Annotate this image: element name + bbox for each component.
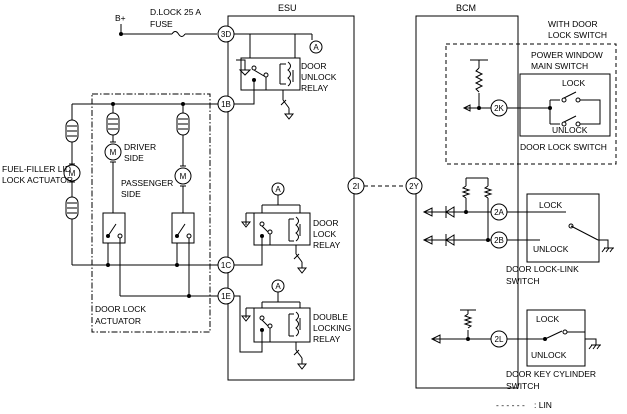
driver-motor: M bbox=[104, 141, 122, 163]
lock-relay-box bbox=[253, 212, 311, 246]
passenger-motor: M bbox=[174, 165, 192, 187]
fuel-resistor-top bbox=[65, 119, 79, 143]
svg-text:2L: 2L bbox=[495, 335, 504, 344]
svg-text:M: M bbox=[180, 172, 187, 181]
pin-1b: 1B bbox=[217, 95, 235, 113]
bcm-resistor-2k bbox=[474, 67, 484, 93]
with-door-lock-switch-box bbox=[445, 43, 617, 165]
key-cyl-label-2: SWITCH bbox=[506, 381, 540, 391]
lock-link-label-2: SWITCH bbox=[506, 276, 540, 286]
svg-text:2B: 2B bbox=[494, 236, 504, 245]
bcm-title: BCM bbox=[456, 3, 476, 13]
pw-main-label-2: MAIN SWITCH bbox=[531, 61, 588, 71]
key-cylinder-switch-box bbox=[526, 309, 586, 367]
fuse-label-2: FUSE bbox=[150, 19, 173, 29]
pin-3d: 3D bbox=[217, 25, 235, 43]
bcm-resistor-2b bbox=[483, 185, 493, 199]
driver-side-label-1: DRIVER bbox=[124, 142, 156, 152]
lock-relay-label-3: RELAY bbox=[313, 240, 341, 250]
fuse-label-1: D.LOCK 25 A bbox=[150, 7, 201, 17]
connector-a-2: A bbox=[271, 182, 285, 196]
fuel-lid-label-2: LOCK ACTUATOR bbox=[2, 175, 73, 185]
bplus-label: B+ bbox=[115, 13, 126, 23]
unlock-relay-label-1: DOOR bbox=[301, 61, 327, 71]
lock-relay-label-1: DOOR bbox=[313, 218, 339, 228]
svg-text:3D: 3D bbox=[221, 30, 231, 39]
connector-a-1: A bbox=[309, 40, 323, 54]
with-door-label-2: LOCK SWITCH bbox=[548, 30, 607, 40]
pin-2k: 2K bbox=[490, 99, 508, 117]
with-door-label-1: WITH DOOR bbox=[548, 19, 598, 29]
actuator-label-2: ACTUATOR bbox=[95, 316, 141, 326]
bcm-box bbox=[415, 15, 519, 389]
double-locking-relay-box bbox=[253, 307, 311, 343]
svg-text:2K: 2K bbox=[494, 104, 504, 113]
lock-relay-label-2: LOCK bbox=[313, 229, 336, 239]
driver-side-label-2: SIDE bbox=[124, 153, 144, 163]
fuel-lid-label-1: FUEL-FILLER LID bbox=[2, 164, 71, 174]
driver-lock-switch bbox=[102, 212, 126, 244]
key-cyl-unlock-label: UNLOCK bbox=[531, 350, 567, 360]
dls-unlock-label: UNLOCK bbox=[552, 125, 588, 135]
pin-2l: 2L bbox=[490, 330, 508, 348]
pin-2a: 2A bbox=[490, 203, 508, 221]
svg-text:2I: 2I bbox=[353, 182, 360, 191]
svg-text:1E: 1E bbox=[221, 292, 231, 301]
lock-link-switch-box bbox=[526, 193, 600, 263]
door-lock-actuator-box bbox=[91, 93, 211, 333]
unlock-relay-box bbox=[240, 57, 301, 91]
key-cyl-label-1: DOOR KEY CYLINDER bbox=[506, 369, 596, 379]
passenger-resistor bbox=[176, 112, 190, 136]
double-relay-label-2: LOCKING bbox=[313, 323, 351, 333]
pin-2y: 2Y bbox=[405, 177, 423, 195]
bcm-resistor-2l bbox=[463, 313, 473, 329]
passenger-side-label-2: SIDE bbox=[121, 189, 141, 199]
lock-link-unlock-label: UNLOCK bbox=[533, 244, 569, 254]
lock-link-label-1: DOOR LOCK-LINK bbox=[506, 264, 579, 274]
door-lock-switch-label: DOOR LOCK SWITCH bbox=[520, 142, 607, 152]
double-relay-label-3: RELAY bbox=[313, 334, 341, 344]
fuse-symbol bbox=[171, 31, 186, 37]
bcm-resistor-2a bbox=[461, 185, 471, 199]
svg-text:2A: 2A bbox=[494, 208, 504, 217]
unlock-relay-label-3: RELAY bbox=[301, 83, 329, 93]
svg-text:1C: 1C bbox=[221, 261, 231, 270]
key-cyl-lock-label: LOCK bbox=[536, 314, 559, 324]
svg-text:M: M bbox=[69, 169, 76, 178]
pin-2b: 2B bbox=[490, 231, 508, 249]
unlock-relay-label-2: UNLOCK bbox=[301, 72, 337, 82]
actuator-label-1: DOOR LOCK bbox=[95, 304, 146, 314]
legend-lin-label: : LIN bbox=[534, 400, 552, 410]
pin-1e: 1E bbox=[217, 287, 235, 305]
svg-text:M: M bbox=[110, 148, 117, 157]
driver-resistor bbox=[106, 112, 120, 136]
esu-title: ESU bbox=[278, 3, 297, 13]
fuel-resistor-bottom bbox=[65, 196, 79, 220]
legend-dash: - - - - - - bbox=[496, 400, 525, 410]
dls-lock-label: LOCK bbox=[562, 78, 585, 88]
passenger-side-label-1: PASSENGER bbox=[121, 178, 173, 188]
lock-link-lock-label: LOCK bbox=[539, 200, 562, 210]
pin-2i: 2I bbox=[347, 177, 365, 195]
pin-1c: 1C bbox=[217, 256, 235, 274]
pw-main-label-1: POWER WINDOW bbox=[531, 50, 603, 60]
connector-a-3: A bbox=[271, 279, 285, 293]
double-relay-label-1: DOUBLE bbox=[313, 312, 348, 322]
svg-text:A: A bbox=[313, 43, 319, 52]
svg-text:A: A bbox=[275, 185, 281, 194]
svg-text:2Y: 2Y bbox=[409, 182, 419, 191]
passenger-lock-switch bbox=[171, 212, 195, 244]
svg-text:A: A bbox=[275, 282, 281, 291]
svg-text:1B: 1B bbox=[221, 100, 231, 109]
